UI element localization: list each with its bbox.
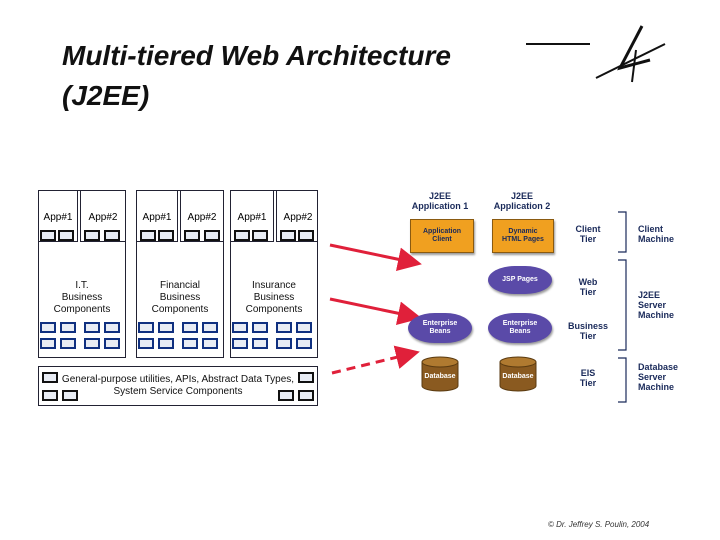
component-square — [252, 322, 268, 333]
app1-label: App#1 — [237, 212, 267, 223]
component-square — [276, 338, 292, 349]
copyright-text: © Dr. Jeffrey S. Poulin, 2004 — [548, 520, 650, 529]
dynamic-html-box: Dynamic HTML Pages — [492, 219, 554, 253]
component-square — [138, 322, 154, 333]
component-square — [296, 338, 312, 349]
web-tier-label: Web Tier — [578, 277, 598, 297]
component-square — [252, 338, 268, 349]
component-square — [204, 230, 220, 241]
database-machine-label: Database Server Machine — [638, 362, 679, 392]
arrow-bottom — [331, 345, 420, 375]
component-square — [252, 230, 268, 241]
slide-title: Multi-tiered Web Architecture (J2EE) — [62, 36, 451, 116]
component-square — [60, 322, 76, 333]
component-square — [42, 372, 58, 383]
component-square — [84, 230, 100, 241]
components-label: Financial Business Components — [151, 280, 209, 315]
app2-label: App#2 — [283, 212, 313, 223]
app1-header: J2EE Application 1 — [411, 191, 469, 211]
component-square — [84, 338, 100, 349]
app2-label: App#2 — [187, 212, 217, 223]
app1-label: App#1 — [43, 212, 73, 223]
component-square — [62, 390, 78, 401]
server-machine-label: J2EE Server Machine — [638, 290, 675, 320]
component-square — [40, 322, 56, 333]
component-square — [84, 322, 100, 333]
app1-label: App#1 — [142, 212, 172, 223]
business-tier-label: Business Tier — [567, 321, 609, 341]
component-square — [202, 338, 218, 349]
arrow-top — [329, 243, 422, 272]
component-square — [298, 230, 314, 241]
component-square — [138, 338, 154, 349]
title-line-1: Multi-tiered Web Architecture — [62, 40, 451, 71]
jsp-pages-pill: JSP Pages — [488, 266, 552, 294]
component-square — [40, 338, 56, 349]
component-square — [202, 322, 218, 333]
app2-label: App#2 — [88, 212, 118, 223]
app2-box-financial — [180, 190, 224, 242]
component-square — [182, 338, 198, 349]
database-1-label: Database — [424, 373, 456, 380]
enterprise-beans-1-pill: Enterprise Beans — [408, 313, 472, 343]
component-square — [158, 230, 174, 241]
component-square — [276, 322, 292, 333]
client-machine-label: Client Machine — [638, 224, 675, 244]
logo-icon — [526, 25, 666, 83]
app2-box-insurance — [276, 190, 318, 242]
enterprise-beans-2-pill: Enterprise Beans — [488, 313, 552, 343]
app2-box-it — [80, 190, 126, 242]
column-insurance — [230, 190, 318, 358]
arrow-middle — [329, 297, 422, 326]
app1-box-insurance — [230, 190, 274, 242]
components-label: Insurance Business Components — [245, 280, 303, 315]
component-square — [232, 338, 248, 349]
component-square — [104, 322, 120, 333]
eis-tier-label: EIS Tier — [579, 368, 597, 388]
component-square — [40, 230, 56, 241]
app2-header: J2EE Application 2 — [493, 191, 551, 211]
component-square — [278, 390, 294, 401]
application-client-box: Application Client — [410, 219, 474, 253]
component-square — [140, 230, 156, 241]
arrows — [329, 243, 422, 375]
base-utilities-label: General-purpose utilities, APIs, Abstrac… — [61, 374, 295, 397]
component-square — [60, 338, 76, 349]
machine-brackets — [618, 211, 627, 403]
component-square — [184, 230, 200, 241]
component-square — [42, 390, 58, 401]
component-square — [234, 230, 250, 241]
component-square — [158, 322, 174, 333]
database-2-icon — [499, 356, 537, 392]
component-square — [298, 372, 314, 383]
app1-box-it — [38, 190, 78, 242]
component-square — [58, 230, 74, 241]
component-square — [182, 322, 198, 333]
app1-box-financial — [136, 190, 178, 242]
database-2-label: Database — [502, 373, 534, 380]
component-square — [232, 322, 248, 333]
title-line-2: (J2EE) — [62, 80, 150, 111]
base-utilities-box — [38, 366, 318, 406]
component-square — [280, 230, 296, 241]
component-square — [298, 390, 314, 401]
component-square — [104, 338, 120, 349]
components-label: I.T. Business Components — [53, 280, 111, 315]
component-square — [158, 338, 174, 349]
client-tier-label: Client Tier — [575, 224, 601, 244]
component-square — [104, 230, 120, 241]
database-1-icon — [421, 356, 459, 392]
component-square — [296, 322, 312, 333]
